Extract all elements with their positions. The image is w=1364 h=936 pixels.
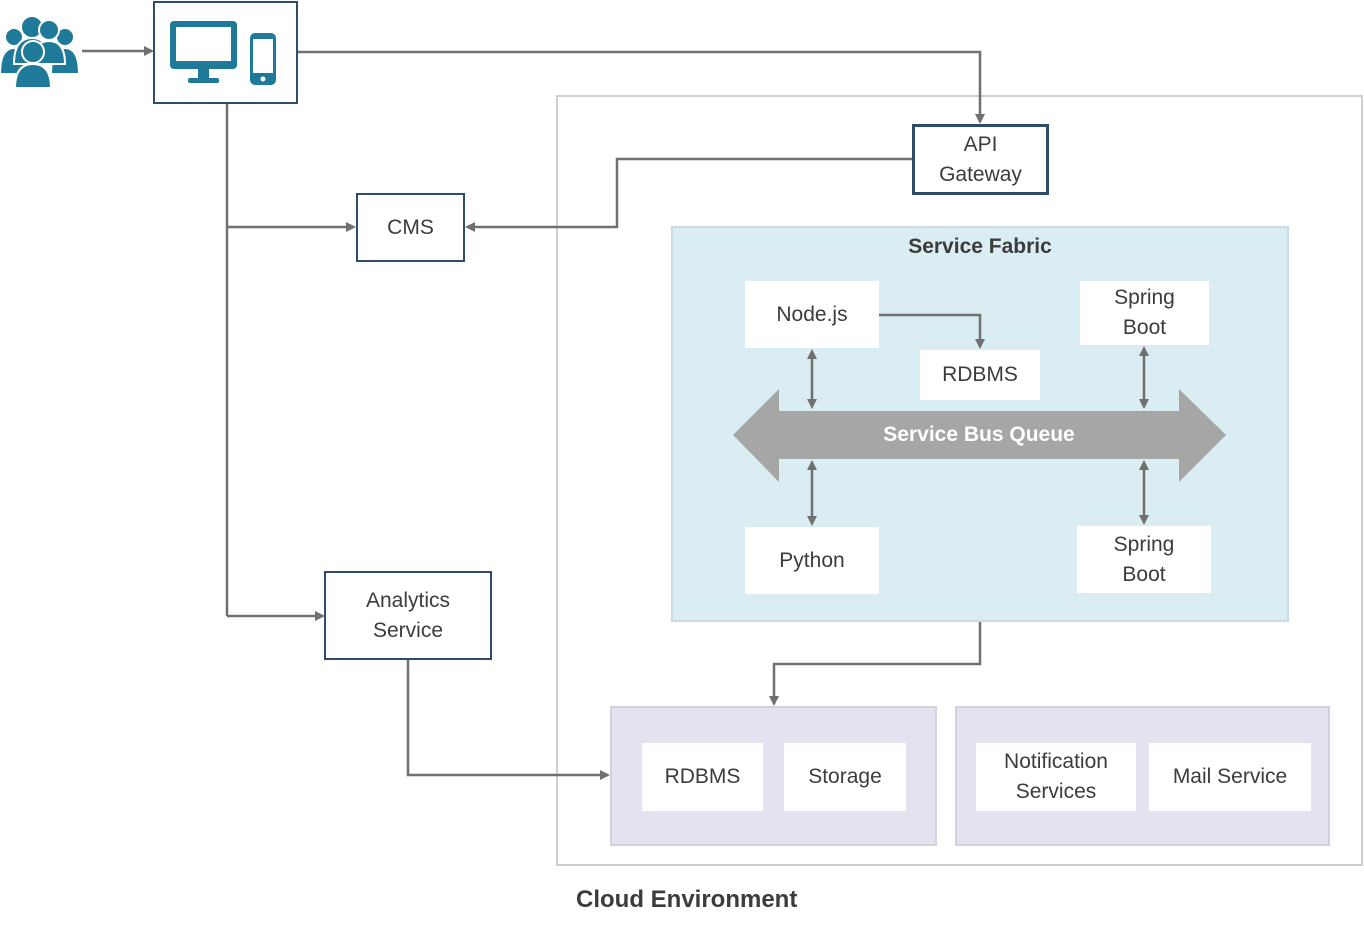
notification-services: Notification Services <box>976 743 1136 811</box>
rdbms-fabric-service: RDBMS <box>920 350 1040 400</box>
rdbms-data-service: RDBMS <box>642 743 763 811</box>
spring-boot-bottom-service: Spring Boot <box>1077 526 1211 593</box>
python-service: Python <box>745 527 879 594</box>
storage-service: Storage <box>784 743 906 811</box>
analytics-service-box: Analytics Service <box>324 571 492 660</box>
desktop-monitor-icon <box>169 19 239 85</box>
api-gateway-box: API Gateway <box>912 124 1049 195</box>
service-bus-label: Service Bus Queue <box>883 423 1075 446</box>
service-fabric-title: Service Fabric <box>908 235 1052 258</box>
client-devices-box <box>153 1 298 104</box>
cms-box: CMS <box>356 193 465 262</box>
mail-service: Mail Service <box>1149 743 1311 811</box>
cloud-environment-label: Cloud Environment <box>576 886 798 913</box>
mobile-phone-icon <box>249 32 277 86</box>
spring-boot-top-service: Spring Boot <box>1080 281 1209 345</box>
users-group-icon <box>0 14 82 90</box>
nodejs-service: Node.js <box>745 281 879 348</box>
